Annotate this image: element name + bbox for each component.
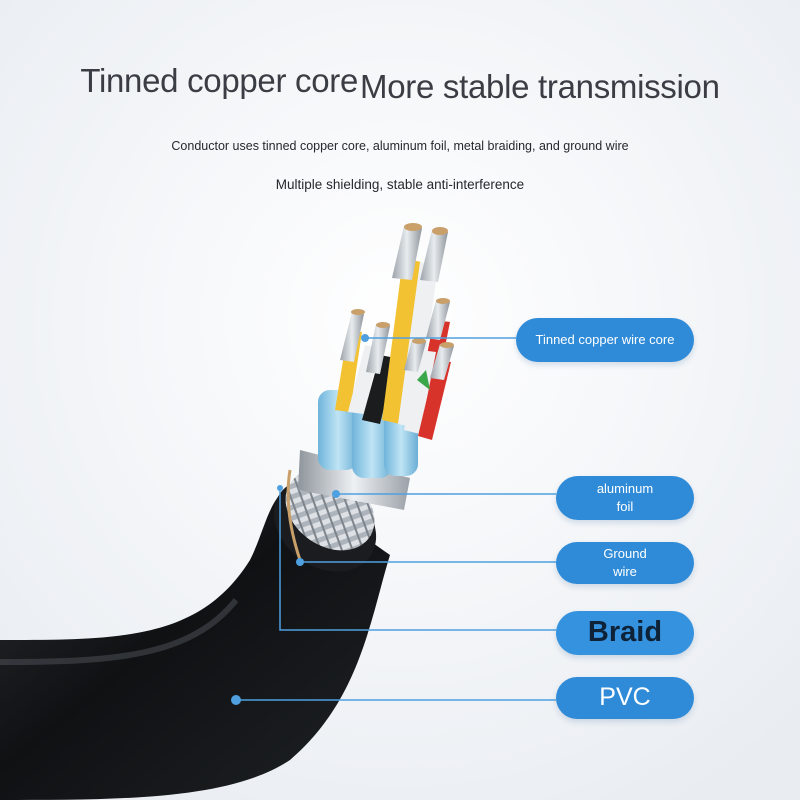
- callout-tinned-copper-wire-core: Tinned copper wire core: [516, 318, 694, 362]
- subtitle-1: Conductor uses tinned copper core, alumi…: [171, 139, 629, 153]
- callout-ground-wire: Ground wire: [556, 542, 694, 584]
- callout-label-line-2: wire: [613, 564, 637, 579]
- leader-lines: [236, 337, 556, 701]
- callout-label: Tinned copper wire core: [535, 332, 675, 348]
- callout-aluminum-foil: aluminum foil: [556, 476, 694, 520]
- callout-label-line-1: Ground: [603, 546, 647, 562]
- copper-strands: [340, 223, 454, 380]
- callout-label: PVC: [599, 683, 651, 712]
- callout-label: Braid: [587, 616, 663, 649]
- callout-braid: Braid: [556, 611, 694, 655]
- subtitle-2: Multiple shielding, stable anti-interfer…: [275, 177, 525, 192]
- callout-label-line-2: foil: [616, 499, 634, 514]
- ground-wire: [286, 469, 302, 561]
- leader-dots: [231, 334, 369, 705]
- headline-part-2: More stable transmission: [360, 68, 720, 105]
- headline-part-1: Tinned copper core: [80, 62, 359, 99]
- jacket-highlight: [0, 598, 239, 665]
- headline: Tinned copper coreMore stable transmissi…: [0, 62, 800, 105]
- callout-pvc: PVC: [556, 677, 694, 719]
- callout-label-line-1: aluminum: [596, 481, 654, 497]
- pvc-jacket: [0, 485, 390, 800]
